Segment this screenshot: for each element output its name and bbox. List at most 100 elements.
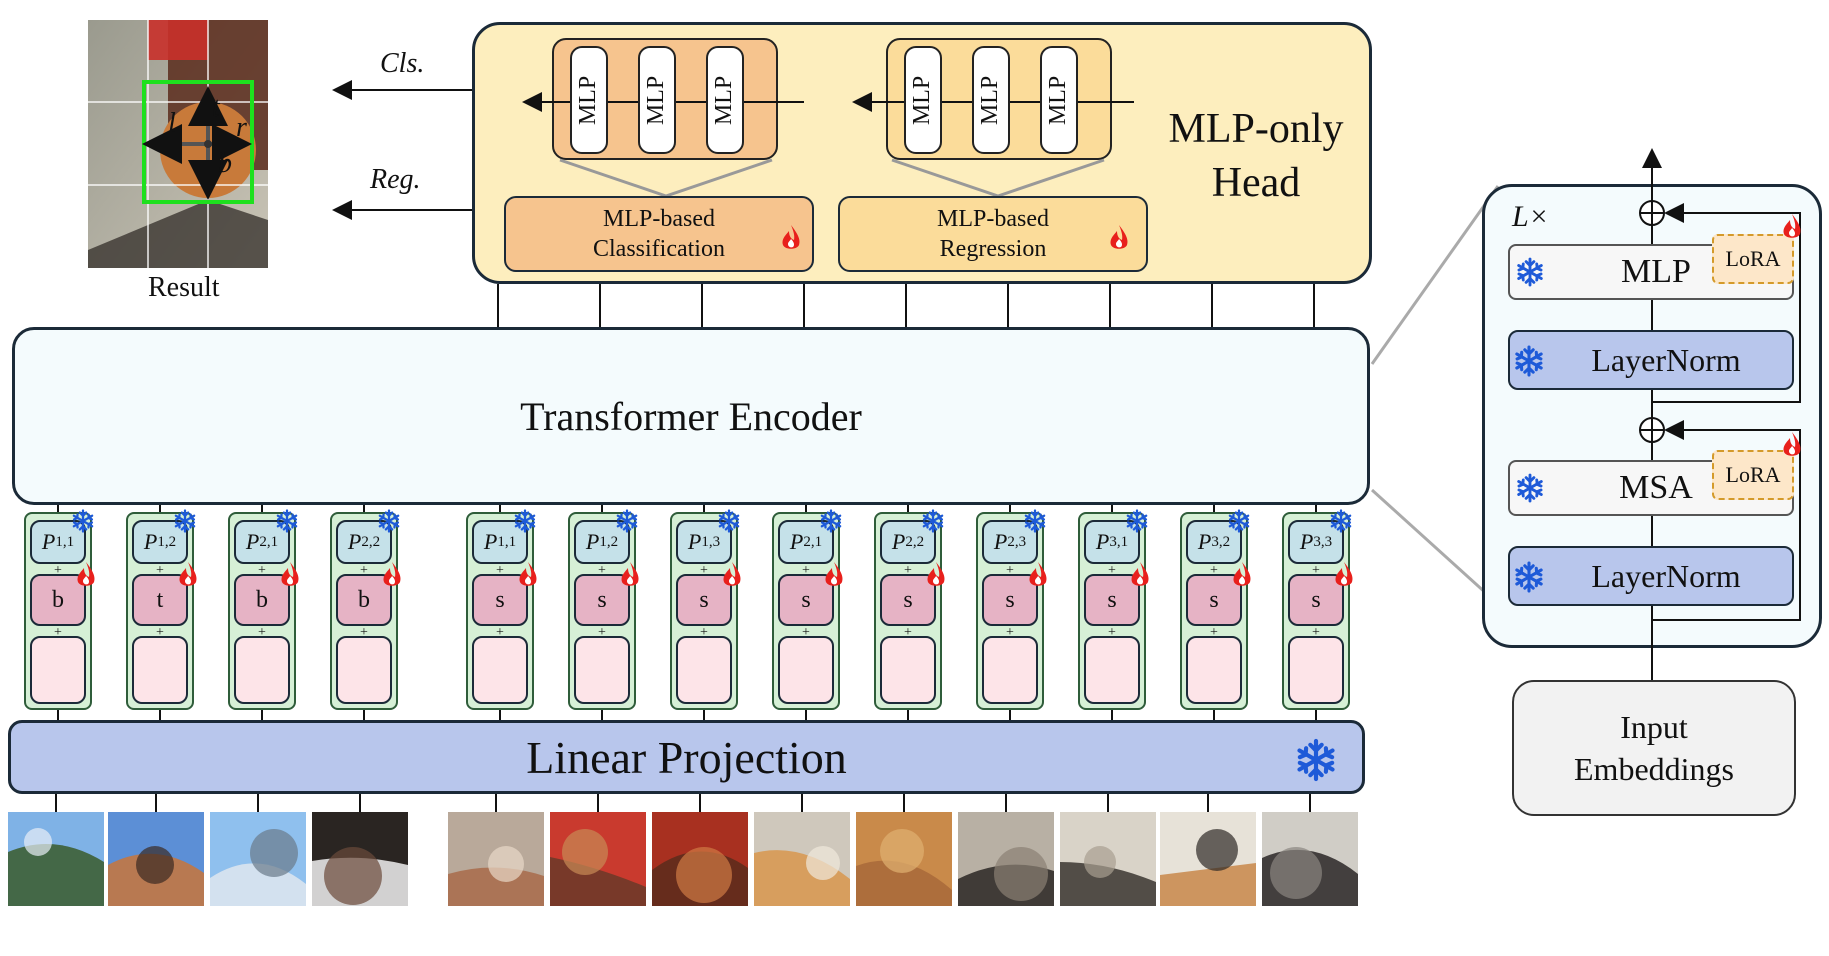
type-token: s <box>1084 574 1140 626</box>
position-token-letter: P <box>993 529 1008 554</box>
type-token: s <box>472 574 528 626</box>
plus-icon: + <box>904 625 912 640</box>
patch-embedding-token <box>1186 636 1242 704</box>
patch-embedding-token <box>982 636 1038 704</box>
image-patch <box>958 812 1054 906</box>
cls-mlp-1: MLP <box>570 46 608 154</box>
block-msa-label: MSA <box>1619 469 1693 506</box>
block-mlp-label: MLP <box>1621 253 1691 290</box>
plus-icon: + <box>1312 563 1320 578</box>
image-patch <box>550 812 646 906</box>
position-token-index: 2,2 <box>361 533 381 550</box>
position-token-index: 1,1 <box>497 533 517 550</box>
cls-head-line2: Classification <box>593 236 725 262</box>
plus-icon: + <box>496 563 504 578</box>
plus-icon: + <box>904 563 912 578</box>
patch-embedding-token <box>1084 636 1140 704</box>
block-layernorm-2: LayerNorm <box>1508 546 1794 606</box>
plus-icon: + <box>54 625 62 640</box>
position-token-index: 1,2 <box>599 533 619 550</box>
result-image: l t r b <box>88 20 268 268</box>
result-label: Result <box>148 272 220 303</box>
type-token: s <box>982 574 1038 626</box>
flame-icon <box>621 562 639 586</box>
cls-mlp-2: MLP <box>638 46 676 154</box>
plus-icon: + <box>360 563 368 578</box>
type-token: b <box>234 574 290 626</box>
type-token: s <box>676 574 732 626</box>
plus-icon: + <box>156 563 164 578</box>
flame-icon <box>383 562 401 586</box>
snowflake-icon <box>1126 509 1148 533</box>
plus-icon: + <box>700 563 708 578</box>
flame-icon <box>1131 562 1149 586</box>
position-token-index: 2,3 <box>1007 533 1027 550</box>
snowflake-icon <box>1515 561 1543 593</box>
plus-icon: + <box>802 563 810 578</box>
head-title: MLP-only Head <box>1146 102 1366 210</box>
flame-icon <box>1335 562 1353 586</box>
flame-icon <box>179 562 197 586</box>
type-token: s <box>880 574 936 626</box>
position-token-letter: P <box>1095 529 1110 554</box>
block-repeat: L× <box>1512 200 1549 233</box>
patch-embedding-token <box>336 636 392 704</box>
position-token-letter: P <box>347 529 362 554</box>
image-patch <box>1060 812 1156 906</box>
input-embeddings: Input Embeddings <box>1512 680 1796 816</box>
position-token-index: 3,1 <box>1109 533 1129 550</box>
position-token-letter: P <box>1299 529 1314 554</box>
position-token-letter: P <box>41 529 56 554</box>
flame-icon <box>927 562 945 586</box>
head-title-line1: MLP-only <box>1168 106 1344 152</box>
patch-embedding-token <box>472 636 528 704</box>
position-token-index: 2,2 <box>905 533 925 550</box>
position-token-index: 3,3 <box>1313 533 1333 550</box>
result-l: l <box>168 108 176 139</box>
reg-mlp-1: MLP <box>904 46 942 154</box>
type-token: t <box>132 574 188 626</box>
snowflake-icon <box>1024 509 1046 533</box>
image-patch <box>652 812 748 906</box>
snowflake-icon <box>276 509 298 533</box>
snowflake-icon <box>514 509 536 533</box>
snowflake-icon <box>922 509 944 533</box>
plus-icon: + <box>1006 625 1014 640</box>
plus-icon: + <box>1006 563 1014 578</box>
position-token-letter: P <box>245 529 260 554</box>
image-patch <box>1160 812 1256 906</box>
reg-mlp-2: MLP <box>972 46 1010 154</box>
cls-mlp-3: MLP <box>706 46 744 154</box>
head-encoder-links <box>497 284 1315 328</box>
image-patch <box>754 812 850 906</box>
snowflake-icon <box>1330 509 1352 533</box>
flame-icon <box>723 562 741 586</box>
type-token: s <box>574 574 630 626</box>
layernorm-2-label: LayerNorm <box>1591 557 1741 594</box>
position-token-letter: P <box>1197 529 1212 554</box>
plus-icon: + <box>1210 625 1218 640</box>
type-token: s <box>1186 574 1242 626</box>
image-patch <box>312 812 408 906</box>
plus-icon: + <box>598 625 606 640</box>
proj-patch-links <box>55 794 1311 812</box>
result-picture <box>88 20 268 268</box>
patch-embedding-token <box>676 636 732 704</box>
plus-icon: + <box>496 625 504 640</box>
patch-embedding-token <box>1288 636 1344 704</box>
snowflake-icon <box>616 509 638 533</box>
patch-embedding-token <box>880 636 936 704</box>
transformer-encoder: Transformer Encoder <box>12 327 1370 505</box>
head-arrows <box>332 80 472 220</box>
position-token-index: 1,3 <box>701 533 721 550</box>
